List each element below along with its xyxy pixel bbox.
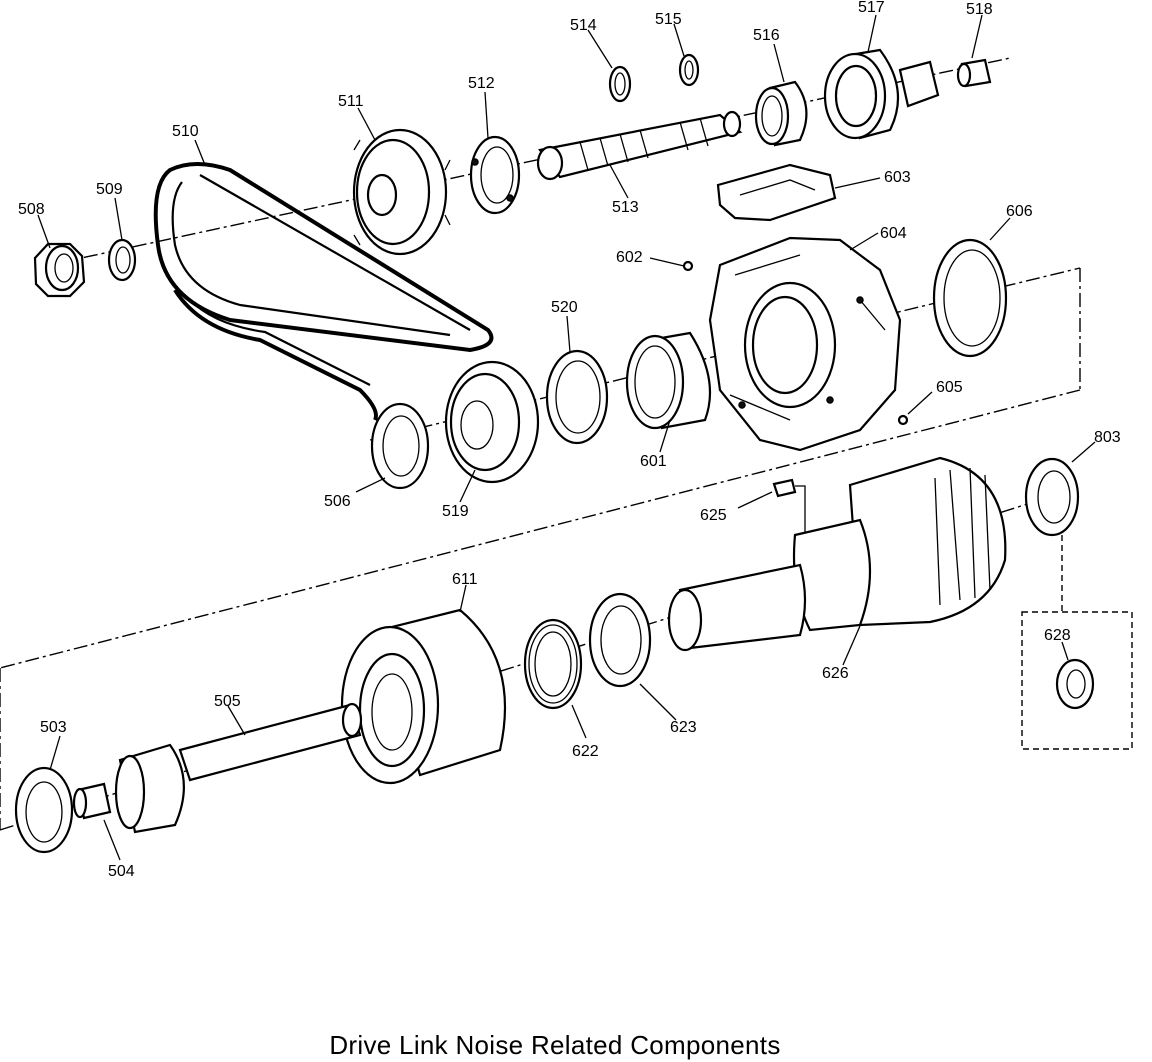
part-520-thrust-washer <box>545 349 609 445</box>
part-labels: 503 504 505 506 508 509 510 511 512 513 … <box>18 0 1121 880</box>
part-602-bolt <box>682 260 694 272</box>
part-509-ring <box>107 238 137 282</box>
part-510-drive-chain <box>153 162 494 421</box>
part-516-bearing <box>754 80 808 147</box>
part-515-seal <box>678 53 700 87</box>
part-505-input-shaft <box>114 702 363 834</box>
label-506: 506 <box>324 493 351 510</box>
part-513-output-shaft <box>536 110 743 181</box>
label-510: 510 <box>172 123 199 140</box>
label-626: 626 <box>822 665 849 682</box>
part-628-dashed-box <box>1021 611 1133 750</box>
label-512: 512 <box>468 75 495 92</box>
part-628-ring <box>1055 658 1095 710</box>
part-506-thrust-washer <box>370 402 430 490</box>
label-625: 625 <box>700 507 727 524</box>
part-622-thrust-bearing <box>523 618 583 710</box>
part-514-seal <box>608 65 632 103</box>
label-622: 622 <box>572 743 599 760</box>
part-611-planetary-carrier <box>340 608 507 785</box>
part-504-bushing <box>72 782 112 820</box>
label-803: 803 <box>1094 429 1121 446</box>
label-605: 605 <box>936 379 963 396</box>
label-611: 611 <box>452 571 478 588</box>
label-505: 505 <box>214 693 241 710</box>
part-503-seal <box>14 766 74 854</box>
part-606-gasket <box>932 238 1008 358</box>
label-503: 503 <box>40 719 67 736</box>
label-628: 628 <box>1044 627 1071 644</box>
label-606: 606 <box>1006 203 1033 220</box>
part-518-bushing <box>956 58 992 88</box>
label-515: 515 <box>655 11 682 28</box>
label-517: 517 <box>858 0 885 16</box>
part-626-clutch-housing <box>667 456 1007 652</box>
label-511: 511 <box>338 93 364 110</box>
diagram-caption: Drive Link Noise Related Components <box>329 1030 781 1060</box>
part-517-extension-housing <box>823 48 940 140</box>
label-604: 604 <box>880 225 907 242</box>
part-512-retainer <box>469 135 521 215</box>
label-520: 520 <box>551 299 578 316</box>
part-605-bolt <box>897 414 909 426</box>
label-513: 513 <box>612 199 639 216</box>
part-519-driven-sprocket <box>444 360 540 484</box>
label-519: 519 <box>442 503 469 520</box>
label-518: 518 <box>966 1 993 18</box>
leader-lines <box>37 14 1096 861</box>
label-603: 603 <box>884 169 911 186</box>
part-625-vent <box>772 478 806 540</box>
part-623-thrust-washer <box>588 592 652 688</box>
label-504: 504 <box>108 863 135 880</box>
part-604-case-half <box>708 236 902 452</box>
label-602: 602 <box>616 249 643 266</box>
label-514: 514 <box>570 17 597 34</box>
label-601: 601 <box>640 453 667 470</box>
label-509: 509 <box>96 181 123 198</box>
part-508-nut <box>33 242 86 298</box>
part-511-drive-sprocket <box>352 128 451 256</box>
label-508: 508 <box>18 201 45 218</box>
part-601-bearing <box>625 331 712 430</box>
part-603-bracket <box>716 163 837 222</box>
label-516: 516 <box>753 27 780 44</box>
label-623: 623 <box>670 719 697 736</box>
part-803-seal <box>1024 457 1080 537</box>
